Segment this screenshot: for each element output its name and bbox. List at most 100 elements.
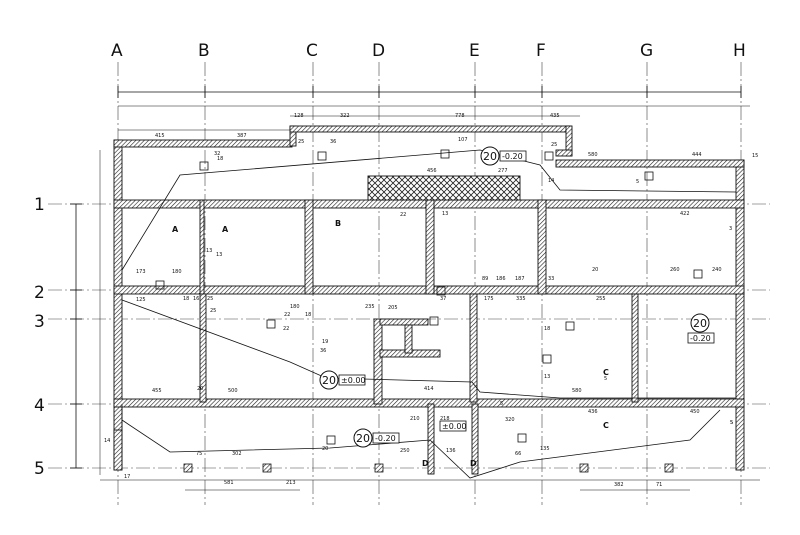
dim-top-19: 5 [636,179,639,185]
axis-label-d: D [372,41,385,61]
dim-low-18: 218 [440,416,450,422]
elevation-marker-3: 20 ±0.00 [319,370,366,390]
dim-top-9: 32 [214,151,220,157]
axis-label-1: 1 [34,195,45,215]
dim-mid-12: 422 [680,211,690,217]
dim-low-12: 36 [320,348,326,354]
dim-low-9: 5 [500,401,503,407]
walls [113,125,745,475]
dim-low-17: 20 [197,386,203,392]
elevation-number: 20 [356,432,370,445]
dim-low-14: 22 [283,326,289,332]
dim-low-16: 13 [544,374,550,380]
dim-mid-14: 16 [193,296,199,302]
axis-label-2: 2 [34,283,45,303]
section-mark-d-2: D [470,459,477,468]
dim-top-4: 778 [455,113,465,119]
column-axis-labels: A B C D E F G H [111,41,746,61]
dim-mid-10: 20 [592,267,598,273]
dim-mid-8: 33 [548,276,554,282]
dim-mid-3: 235 [365,304,375,310]
dim-mid-26: 18 [305,312,311,318]
dim-top-10: 18 [217,156,223,162]
elevation-marker-4: 20 -0.20 [353,428,400,448]
dim-mid-4: 175 [484,296,494,302]
dim-top-17: 14 [548,178,554,184]
dim-mid-15: 25 [207,296,213,302]
row-axis-labels: 1 2 3 4 5 [34,195,45,479]
dim-low-8: 5 [604,376,607,382]
section-mark-c-2: C [603,421,609,430]
axis-label-5: 5 [34,459,45,479]
axis-label-c: C [306,41,318,61]
dim-top-18: 25 [551,142,557,148]
level-mark: ±0.00 [439,420,467,432]
dimension-texts: 415 387 128 322 778 435 580 444 15 32 18… [104,113,758,488]
dim-low-7: 5 [730,420,733,426]
dim-mid-6: 186 [496,276,506,282]
dim-mid-1: 180 [172,269,182,275]
dim-bot-2: 302 [232,451,242,457]
elevation-value: -0.20 [502,152,523,161]
elevation-value: -0.20 [375,434,396,443]
axis-label-b: B [198,41,210,61]
axis-label-f: F [536,41,546,61]
axis-label-g: G [640,41,653,61]
left-dimension-chain [70,150,101,475]
axis-label-3: 3 [34,312,45,332]
section-mark-c-1: C [603,368,609,377]
dim-low-1: 500 [228,388,238,394]
dim-bot-0: 17 [124,474,130,480]
dim-mid-18: 335 [516,296,526,302]
dim-mid-2: 125 [136,297,146,303]
dim-bot-5: 135 [540,446,550,452]
dim-top-14: 456 [427,168,437,174]
dim-top-15: 277 [498,168,508,174]
elevation-number: 20 [693,317,707,330]
dim-mid-9: 260 [670,267,680,273]
dim-low-2: 580 [572,388,582,394]
dim-mid-13: 18 [183,296,189,302]
dim-bot-1: 75 [196,451,202,457]
dim-mid-19: 13 [206,248,212,254]
dim-bot-9: 20 [322,446,328,452]
dim-low-11: 19 [322,339,328,345]
dim-low-3: 414 [424,386,434,392]
dim-low-21: 136 [446,448,456,454]
dim-bot-7: 382 [614,482,624,488]
axis-label-a: A [111,41,123,61]
dim-top-13: 107 [458,137,468,143]
section-mark-a-2: A [222,225,229,234]
dim-mid-20: 13 [442,211,448,217]
dim-top-3: 322 [340,113,350,119]
dim-low-19: 210 [410,416,420,422]
dim-low-15: 18 [544,326,550,332]
dim-top-2: 128 [294,113,304,119]
dim-low-10: 14 [104,438,110,444]
elevation-marker-1: 20 -0.20 [480,146,527,166]
dim-low-0: 455 [152,388,162,394]
dim-low-20: 250 [400,448,410,454]
dim-top-16: 13 [216,252,222,258]
dim-bot-6: 5 [730,420,733,426]
dim-top-11: 25 [298,139,304,145]
top-dimension-chain [117,86,750,131]
dim-bot-3: 581 [224,480,234,486]
elevation-value: ±0.00 [341,376,366,385]
section-mark-d-1: D [422,459,429,468]
dim-mid-16: 22 [400,212,406,218]
dim-top-12: 36 [330,139,336,145]
dim-top-7: 444 [692,152,702,158]
dim-bot-10: 66 [515,451,521,457]
dim-mid-23: 22 [284,312,290,318]
dim-mid-11: 240 [712,267,722,273]
elevation-marker-2: 20 -0.20 [687,313,715,344]
dim-low-4: 450 [690,409,700,415]
axis-label-h: H [733,41,746,61]
dim-top-5: 435 [550,113,560,119]
elevation-number: 20 [483,150,497,163]
dim-bot-4: 213 [286,480,296,486]
dim-mid-25: 3 [729,226,732,232]
elevation-number: 20 [322,374,336,387]
